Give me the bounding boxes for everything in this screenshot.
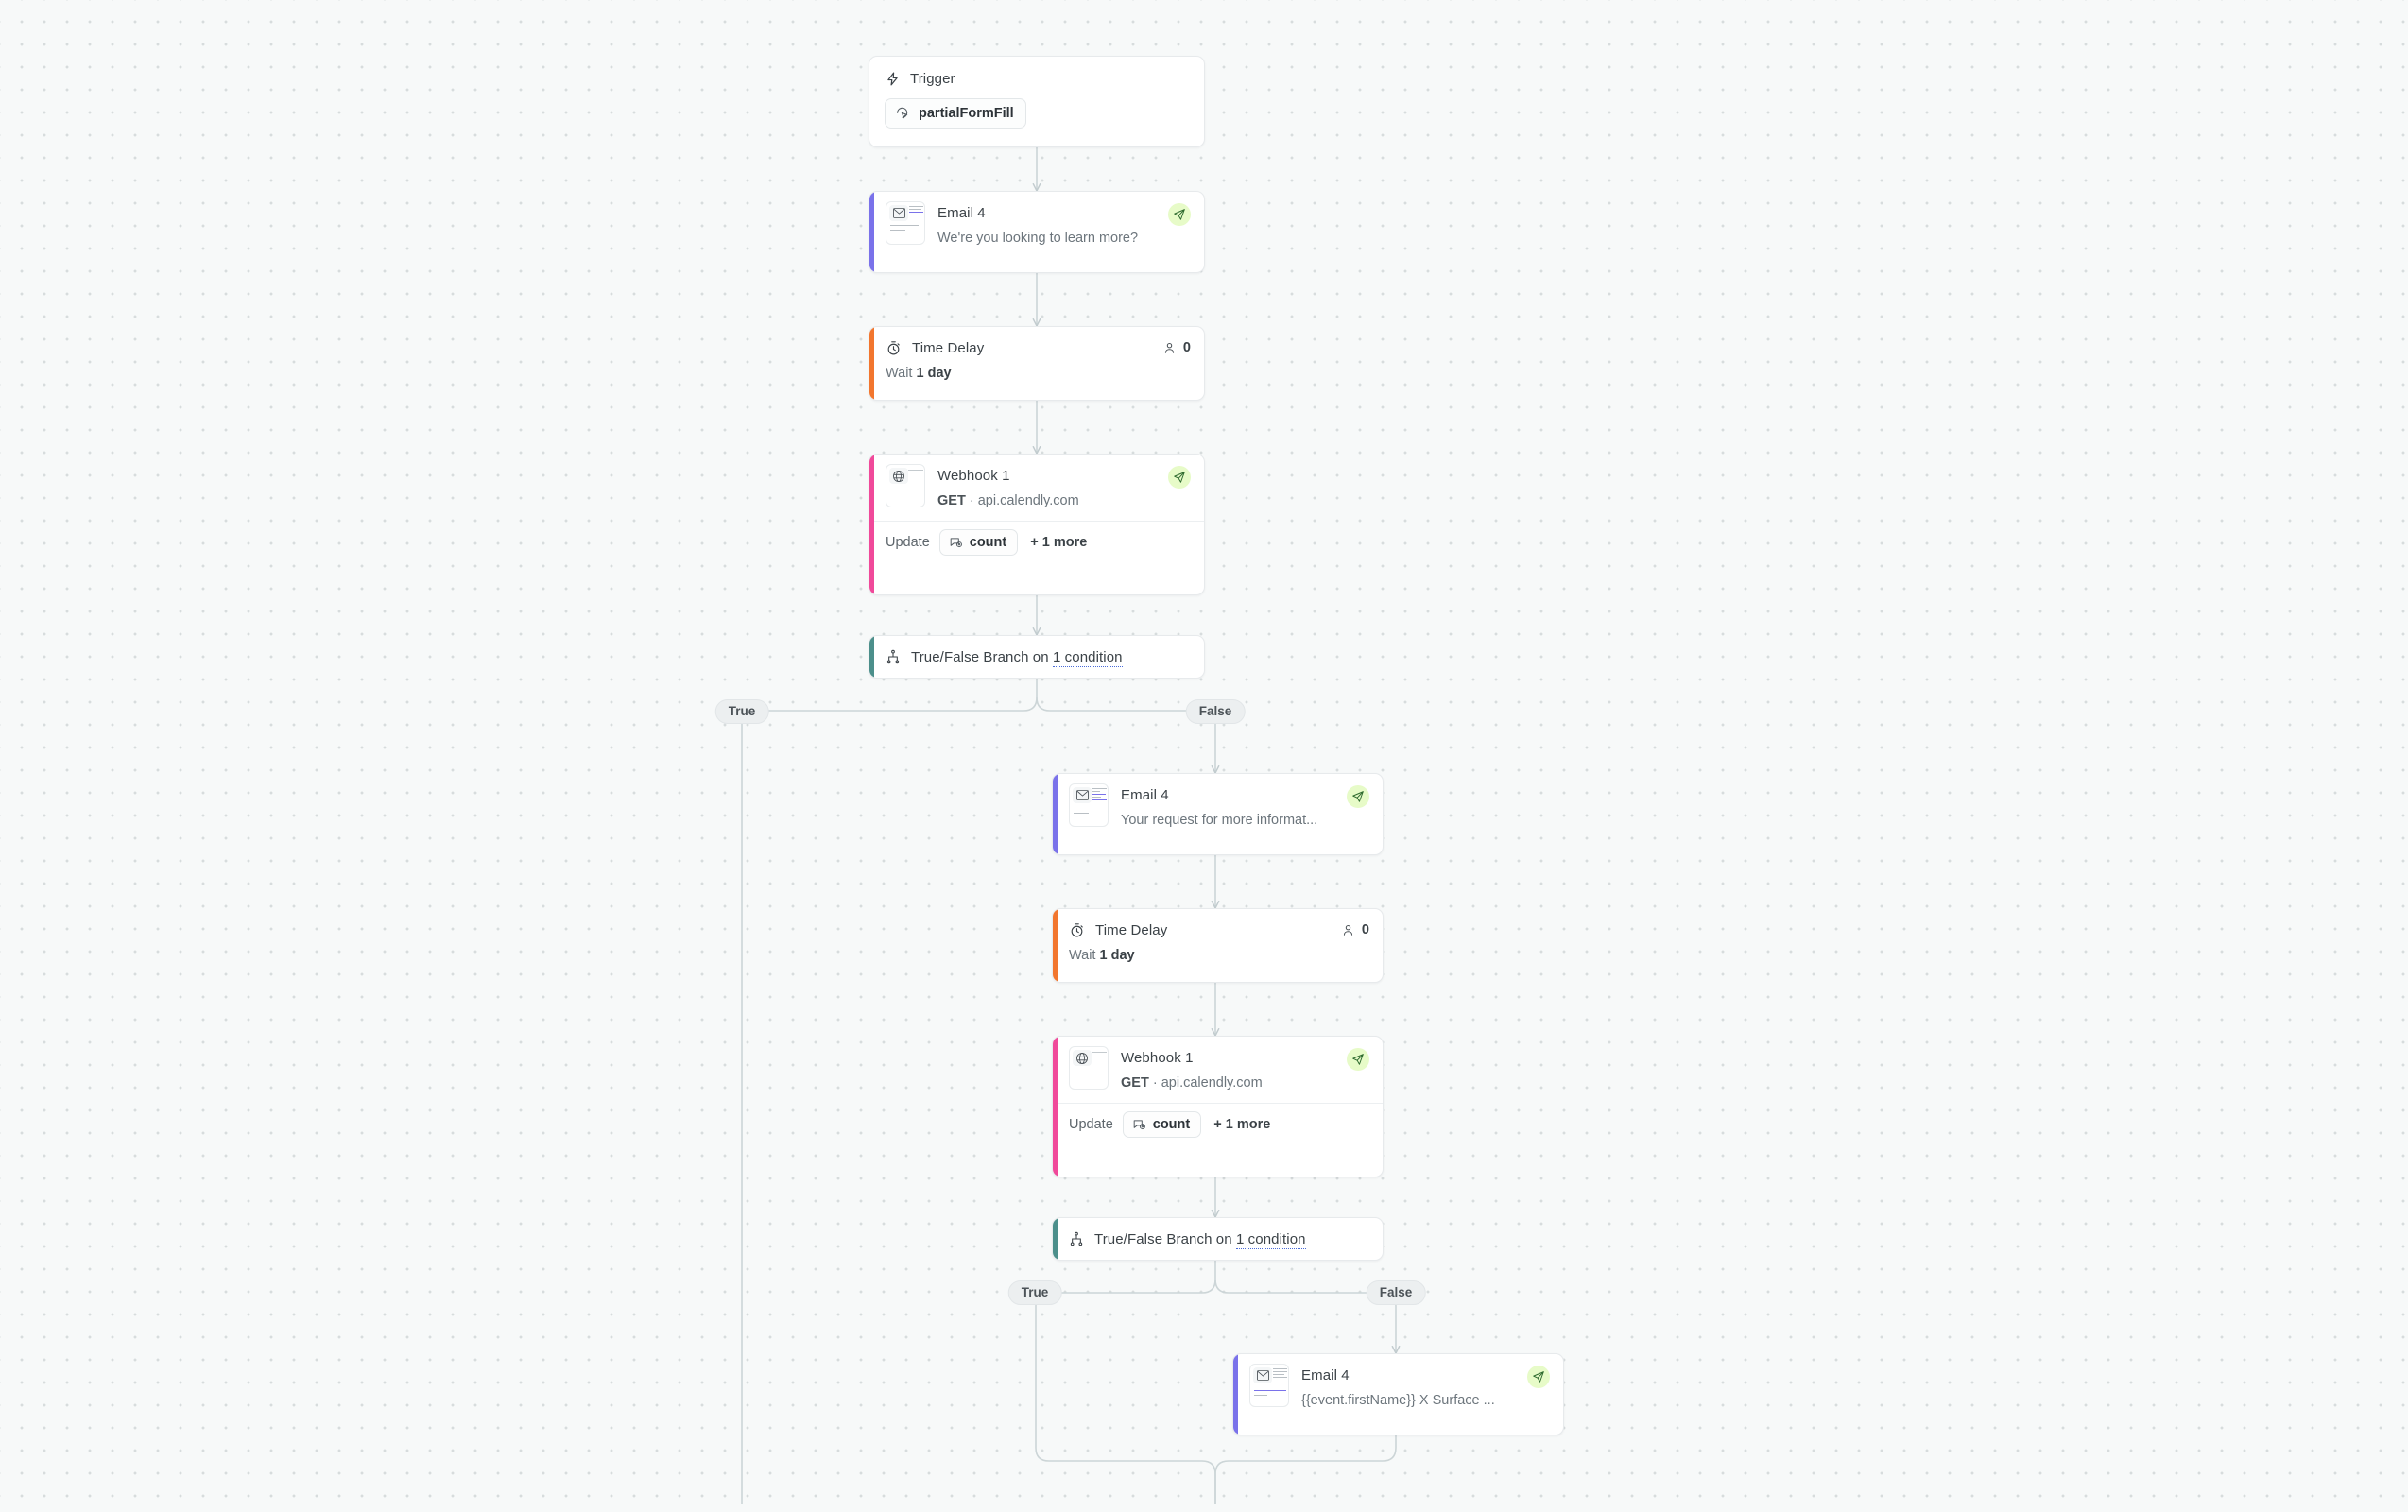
lightning-bolt-icon <box>885 71 901 87</box>
time-delay-wait-text: Wait 1 day <box>886 366 1191 381</box>
update-label: Update <box>886 535 930 550</box>
node-accent-bar <box>869 455 874 594</box>
wait-value: 1 day <box>916 366 952 381</box>
node-accent-bar <box>1053 909 1058 982</box>
more-attributes-label[interactable]: + 1 more <box>1213 1117 1271 1132</box>
branch-1-true-pill[interactable]: True <box>714 699 769 724</box>
email-thumbnail-icon <box>1069 783 1109 827</box>
email-node-subject: {{event.firstName}} X Surface ... <box>1301 1393 1495 1408</box>
email-node-3[interactable]: Email 4 {{event.firstName}} X Surface ..… <box>1232 1353 1564 1435</box>
delay-audience-count: 0 <box>1162 340 1191 355</box>
attribute-count-label: count <box>1152 1117 1191 1132</box>
trigger-event-chip[interactable]: partialFormFill <box>885 98 1026 129</box>
webhook-node-title: Webhook 1 <box>937 468 1010 484</box>
email-node-subject: Your request for more informat... <box>1121 813 1318 828</box>
http-method: GET <box>1121 1075 1149 1091</box>
attribute-count-chip[interactable]: count <box>938 529 1019 556</box>
globe-thumbnail-icon <box>1069 1046 1109 1090</box>
wait-prefix: Wait <box>886 366 913 381</box>
webhook-node-1[interactable]: Webhook 1 GET · api.calendly.com Update <box>869 454 1205 595</box>
webhook-host: api.calendly.com <box>977 493 1079 508</box>
send-paper-plane-icon[interactable] <box>1527 1366 1550 1388</box>
time-delay-title: Time Delay <box>912 339 985 356</box>
send-paper-plane-icon[interactable] <box>1347 1048 1369 1071</box>
http-method: GET <box>937 493 966 508</box>
send-paper-plane-icon[interactable] <box>1347 785 1369 808</box>
globe-thumbnail-icon <box>886 464 925 507</box>
trigger-node[interactable]: Trigger partialFormFill <box>869 56 1205 147</box>
separator: · <box>969 493 974 508</box>
delay-count-value: 0 <box>1182 340 1191 355</box>
email-node-title: Email 4 <box>1301 1367 1350 1383</box>
branch-1-false-pill[interactable]: False <box>1185 699 1246 724</box>
stopwatch-icon <box>1069 922 1085 938</box>
node-accent-bar <box>1053 1218 1058 1260</box>
trigger-title: Trigger <box>910 70 955 87</box>
attribute-count-icon <box>1132 1118 1146 1132</box>
node-accent-bar <box>869 327 874 400</box>
branch-2-false-pill[interactable]: False <box>1366 1280 1426 1305</box>
wait-prefix: Wait <box>1069 948 1096 963</box>
webhook-node-2[interactable]: Webhook 1 GET · api.calendly.com Update <box>1052 1036 1384 1177</box>
email-node-title: Email 4 <box>1121 787 1169 803</box>
update-label: Update <box>1069 1117 1113 1132</box>
webhook-update-row: Update count + 1 more <box>1053 1103 1383 1145</box>
branch-2-true-pill[interactable]: True <box>1007 1280 1062 1305</box>
branch-prefix: True/False Branch on <box>1094 1230 1236 1247</box>
branch-condition-link[interactable]: 1 condition <box>1052 648 1123 667</box>
wait-value: 1 day <box>1099 948 1135 963</box>
branch-condition-link[interactable]: 1 condition <box>1235 1230 1306 1249</box>
time-delay-node-2[interactable]: Time Delay 0 Wait 1 day <box>1052 908 1384 983</box>
email-thumbnail-icon <box>1249 1364 1289 1407</box>
send-paper-plane-icon[interactable] <box>1168 466 1191 489</box>
delay-count-value: 0 <box>1361 922 1369 937</box>
node-accent-bar <box>1053 774 1058 854</box>
trigger-event-label: partialFormFill <box>919 106 1014 121</box>
node-accent-bar <box>869 636 874 678</box>
separator: · <box>1152 1075 1158 1091</box>
person-icon <box>1341 923 1355 937</box>
webhook-node-endpoint: GET · api.calendly.com <box>1121 1074 1369 1093</box>
webhook-update-row: Update count + 1 more <box>869 521 1204 563</box>
webhook-node-title: Webhook 1 <box>1121 1050 1194 1066</box>
email-node-2[interactable]: Email 4 Your request for more informat..… <box>1052 773 1384 855</box>
time-delay-wait-text: Wait 1 day <box>1069 948 1369 963</box>
attribute-count-label: count <box>969 535 1007 550</box>
branch-prefix: True/False Branch on <box>911 648 1053 665</box>
cursor-click-icon <box>895 106 910 121</box>
node-accent-bar <box>869 192 874 272</box>
branch-label-2: True/False Branch on 1 condition <box>1094 1230 1306 1249</box>
email-node-1[interactable]: Email 4 We're you looking to learn more? <box>869 191 1205 273</box>
branch-node-2[interactable]: True/False Branch on 1 condition <box>1052 1217 1384 1261</box>
node-accent-bar <box>1053 1037 1058 1177</box>
email-node-subject: We're you looking to learn more? <box>937 231 1139 246</box>
time-delay-node-1[interactable]: Time Delay 0 Wait 1 day <box>869 326 1205 401</box>
webhook-node-endpoint: GET · api.calendly.com <box>937 491 1191 511</box>
time-delay-title: Time Delay <box>1095 921 1168 938</box>
stopwatch-icon <box>886 340 902 356</box>
branch-label-1: True/False Branch on 1 condition <box>911 648 1123 667</box>
node-accent-bar <box>1233 1354 1238 1435</box>
delay-audience-count: 0 <box>1341 922 1369 937</box>
attribute-count-icon <box>949 536 963 550</box>
more-attributes-label[interactable]: + 1 more <box>1030 535 1088 550</box>
person-icon <box>1162 341 1177 355</box>
attribute-count-chip[interactable]: count <box>1122 1111 1202 1138</box>
branch-hierarchy-icon <box>1069 1231 1084 1246</box>
email-node-title: Email 4 <box>937 205 986 221</box>
webhook-host: api.calendly.com <box>1161 1075 1263 1091</box>
branch-hierarchy-icon <box>886 649 901 664</box>
branch-node-1[interactable]: True/False Branch on 1 condition <box>869 635 1205 679</box>
email-thumbnail-icon <box>886 201 925 245</box>
send-paper-plane-icon[interactable] <box>1168 203 1191 226</box>
